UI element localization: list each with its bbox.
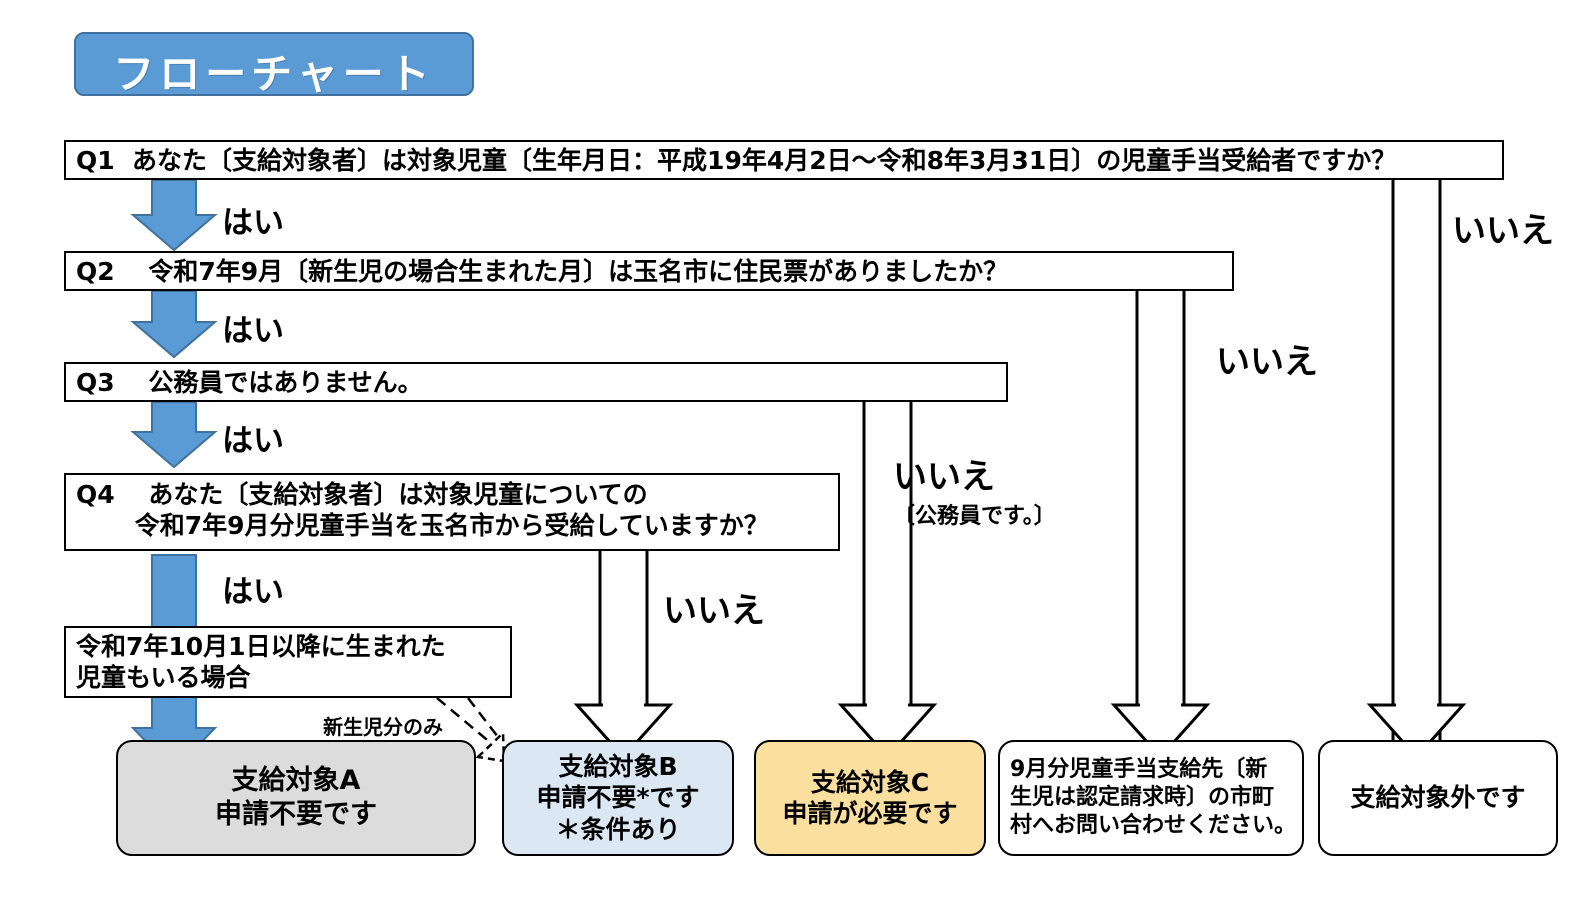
arrow-q1-yes <box>130 179 218 252</box>
question-box-q4[interactable] <box>64 473 840 551</box>
question-box-q2[interactable] <box>64 251 1234 291</box>
edge-label-q4-yes: はい <box>222 574 284 610</box>
arrowhead-q1-no-mask <box>1396 700 1437 710</box>
result-box-d[interactable] <box>998 740 1304 856</box>
question-box-newborn[interactable] <box>64 626 512 698</box>
edge-label-q3-yes: はい <box>222 423 284 459</box>
question-label-q3: Q3 公務員ではありません。 <box>76 368 423 397</box>
result-box-e[interactable] <box>1318 740 1558 856</box>
arrow-q2-yes <box>130 290 218 359</box>
edge-label-q1-yes: はい <box>222 205 284 241</box>
edge-label-q4-no: いいえ <box>663 591 765 631</box>
edge-label-q2-no: いいえ <box>1216 342 1318 382</box>
question-label-q2: Q2 令和7年9月〔新生児の場合生まれた月〕は玉名市に住民票がありましたか？ <box>76 257 1009 286</box>
edge-label-q2-yes: はい <box>222 313 284 349</box>
arrowhead-q3-no-mask <box>867 700 908 710</box>
result-box-a[interactable] <box>116 740 476 856</box>
page-title: フローチャート <box>113 50 435 98</box>
edge-label-newborn-only: 新生児分のみ <box>323 715 443 739</box>
edge-label-q3-no-line2: 〔公務員です。〕 <box>893 504 1056 529</box>
edge-label-q3-no-line1: いいえ <box>893 457 995 497</box>
arrow-q3-yes <box>130 401 218 469</box>
result-label-b: 支給対象B 申請不要*です ＊条件あり <box>536 751 700 844</box>
result-box-c[interactable] <box>754 740 986 856</box>
question-label-q1: Q1 あなた〔支給対象者〕は対象児童〔生年月日：平成19年4月2日〜令和8年3月… <box>76 146 1397 175</box>
result-label-c: 支給対象C 申請が必要です <box>782 767 958 829</box>
edge-newborn-dashed-2 <box>467 697 499 738</box>
edge-newborn-dashed-1 <box>436 697 493 745</box>
edge-label-q1-no: いいえ <box>1452 211 1554 251</box>
question-label-q4: Q4 あなた〔支給対象者〕は対象児童についての 令和7年9月分児童手当を玉名市か… <box>76 480 769 540</box>
question-box-q1[interactable] <box>64 140 1504 180</box>
result-label-e: 支給対象外です <box>1350 783 1526 813</box>
question-label-newborn: 令和7年10月1日以降に生まれた 児童もいる場合 <box>76 632 446 692</box>
result-box-b[interactable] <box>502 740 734 856</box>
arrowhead-q2-no-mask <box>1140 700 1181 710</box>
result-label-a: 支給対象A 申請不要です <box>215 764 377 830</box>
result-label-d: 9月分児童手当支給先〔新 生児は認定請求時〕の市町 村へお問い合わせください。 <box>1010 757 1297 838</box>
question-box-q3[interactable] <box>64 362 1008 402</box>
arrowhead-q4-no-mask <box>603 700 644 710</box>
title-chip-background <box>74 32 474 96</box>
